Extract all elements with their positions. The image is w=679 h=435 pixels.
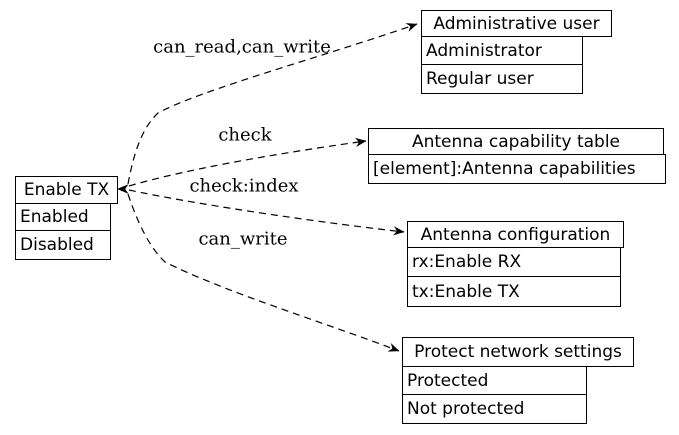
edge-can-write [127, 193, 400, 352]
node-administrative-user-title: Administrative user [421, 10, 612, 37]
node-antenna-configuration-row: tx:Enable TX [407, 276, 621, 307]
edge-can-read-can-write [127, 23, 418, 185]
node-antenna-capability-table-title: Antenna capability table [368, 128, 664, 155]
edge-label-check: check [218, 124, 272, 146]
node-administrative-user-row: Administrator [421, 36, 583, 65]
node-antenna-capability-table-row: [element]:Antenna capabilities [368, 154, 666, 184]
edge-check [128, 137, 367, 187]
node-antenna-configuration-title: Antenna configuration [407, 221, 624, 248]
node-enable-tx-title: Enable TX [15, 176, 118, 204]
node-protect-network-settings-title: Protect network settings [402, 337, 634, 367]
edge-label-can-write: can_write [198, 228, 288, 250]
node-enable-tx-row: Disabled [15, 230, 111, 260]
node-enable-tx-row: Enabled [15, 203, 111, 231]
edge-label-check-index: check:index [189, 175, 299, 197]
node-antenna-configuration-row: rx:Enable RX [407, 247, 621, 277]
node-protect-network-settings-row: Not protected [402, 394, 587, 424]
edge-label-can-read-can-write: can_read,can_write [153, 36, 331, 58]
node-administrative-user-row: Regular user [421, 64, 583, 94]
edge-check-index [128, 189, 405, 236]
arrowhead-into-enable-tx-icon [117, 184, 129, 194]
node-protect-network-settings-row: Protected [402, 366, 587, 395]
